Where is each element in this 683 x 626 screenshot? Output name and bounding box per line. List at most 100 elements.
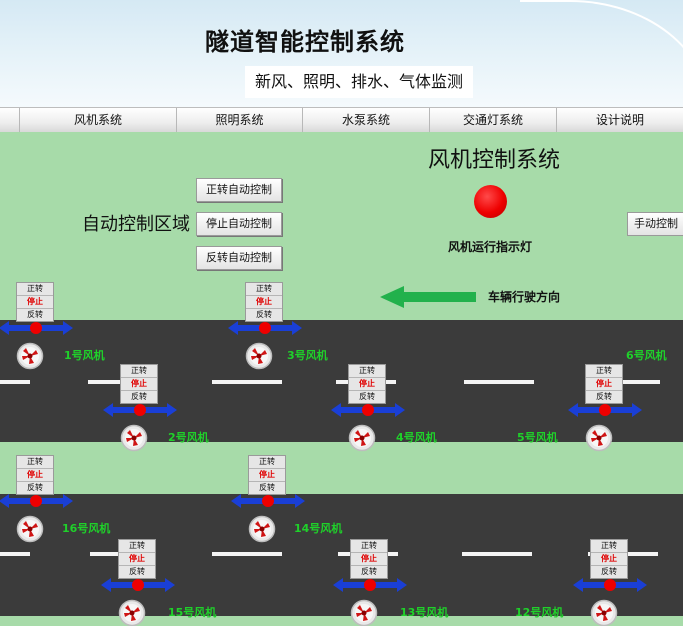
fan-reverse-button[interactable]: 反转 xyxy=(256,310,272,319)
fan-label: 16号风机 xyxy=(62,522,111,535)
fan-running-indicator-light xyxy=(474,185,507,218)
fan-forward-button[interactable]: 正转 xyxy=(119,540,155,553)
fan-direction-arrows-icon xyxy=(101,578,175,592)
fan-icon[interactable] xyxy=(118,599,146,626)
driving-direction-label: 车辆行驶方向 xyxy=(488,290,561,304)
nav-bar: 统 风机系统 照明系统 水泵系统 交通灯系统 设计说明 xyxy=(0,107,683,133)
tunnel-road-lower xyxy=(0,494,683,616)
fan-control-box: 正转停止反转 xyxy=(348,364,386,404)
indicator-label: 风机运行指示灯 xyxy=(448,240,533,254)
fan-unit: 正转停止反转 1号风机 xyxy=(0,282,105,382)
fan-unit: 正转停止反转 3号风机 xyxy=(228,282,328,382)
fan-label: 13号风机 xyxy=(400,606,449,619)
fan-control-box: 正转停止反转 xyxy=(16,455,54,495)
tab-partial[interactable]: 统 xyxy=(0,108,20,132)
fan-forward-button[interactable]: 正转 xyxy=(246,283,282,296)
fan-stop-button[interactable]: 停止 xyxy=(119,553,155,566)
tab-lighting-system[interactable]: 照明系统 xyxy=(177,108,303,132)
fan-label: 2号风机 xyxy=(168,431,209,444)
fan-reverse-button[interactable]: 反转 xyxy=(27,310,43,319)
lane-marking xyxy=(88,380,148,384)
fan-direction-arrows-icon xyxy=(228,321,302,335)
fan-unit: 正转停止反转 12号风机 xyxy=(515,539,670,626)
fan-label: 14号风机 xyxy=(294,522,343,535)
fan-reverse-button[interactable]: 反转 xyxy=(259,483,275,492)
direction-arrow-icon xyxy=(380,286,476,308)
fan-reverse-button[interactable]: 反转 xyxy=(131,392,147,401)
tab-pump-system[interactable]: 水泵系统 xyxy=(303,108,430,132)
lane-marking xyxy=(464,380,534,384)
fan-stop-button[interactable]: 停止 xyxy=(17,469,53,482)
auto-stop-button[interactable]: 停止自动控制 xyxy=(196,212,282,236)
header-decoration xyxy=(520,0,683,110)
fan-forward-button[interactable]: 正转 xyxy=(351,540,387,553)
fan-reverse-button[interactable]: 反转 xyxy=(601,567,617,576)
fan-unit: 正转停止反转 14号风机 xyxy=(231,455,342,555)
fan-control-box: 正转停止反转 xyxy=(120,364,158,404)
fan-reverse-button[interactable]: 反转 xyxy=(27,483,43,492)
fan-control-box: 正转停止反转 xyxy=(585,364,623,404)
fan-stop-button[interactable]: 停止 xyxy=(591,553,627,566)
fan-reverse-button[interactable]: 反转 xyxy=(596,392,612,401)
fan-icon[interactable] xyxy=(245,342,273,370)
fan-icon[interactable] xyxy=(120,424,148,452)
fan-label: 15号风机 xyxy=(168,606,217,619)
tunnel-road-upper xyxy=(0,320,683,442)
fan-icon[interactable] xyxy=(16,342,44,370)
fan-icon[interactable] xyxy=(348,424,376,452)
fan-forward-button[interactable]: 正转 xyxy=(591,540,627,553)
fan-icon[interactable] xyxy=(248,515,276,543)
app-title: 隧道智能控制系统 xyxy=(205,28,405,56)
header-banner: 隧道智能控制系统 新风、照明、排水、气体监测 xyxy=(0,0,683,108)
fan-stop-button[interactable]: 停止 xyxy=(349,378,385,391)
fan-stop-button[interactable]: 停止 xyxy=(586,378,622,391)
fan-label: 1号风机 xyxy=(64,349,105,362)
tab-fan-system[interactable]: 风机系统 xyxy=(20,108,177,132)
fan-unit: 正转停止反转 2号风机 xyxy=(103,364,209,464)
lane-marking xyxy=(0,380,30,384)
fan-control-box: 正转停止反转 xyxy=(245,282,283,322)
fan-direction-arrows-icon xyxy=(0,494,73,508)
tab-traffic-light-system[interactable]: 交通灯系统 xyxy=(430,108,557,132)
fan-direction-arrows-icon xyxy=(231,494,305,508)
fan-control-box: 正转停止反转 xyxy=(16,282,54,322)
fan-stop-button[interactable]: 停止 xyxy=(246,296,282,309)
fan-icon[interactable] xyxy=(590,599,618,626)
fan-forward-button[interactable]: 正转 xyxy=(17,283,53,296)
fan-control-box: 正转停止反转 xyxy=(350,539,388,579)
tab-design-notes[interactable]: 设计说明 xyxy=(595,113,644,127)
fan-label: 12号风机 xyxy=(515,606,564,619)
fan-stop-button[interactable]: 停止 xyxy=(351,553,387,566)
fan-forward-button[interactable]: 正转 xyxy=(121,365,157,378)
lane-marking xyxy=(462,552,532,556)
lane-marking xyxy=(0,552,30,556)
auto-forward-button[interactable]: 正转自动控制 xyxy=(196,178,282,202)
lane-marking xyxy=(212,552,282,556)
fan-forward-button[interactable]: 正转 xyxy=(349,365,385,378)
fan-forward-button[interactable]: 正转 xyxy=(249,456,285,469)
fan-reverse-button[interactable]: 反转 xyxy=(129,567,145,576)
fan-control-box: 正转停止反转 xyxy=(590,539,628,579)
fan-stop-button[interactable]: 停止 xyxy=(249,469,285,482)
fan-stop-button[interactable]: 停止 xyxy=(17,296,53,309)
fan-icon[interactable] xyxy=(585,424,613,452)
fan-forward-button[interactable]: 正转 xyxy=(586,365,622,378)
lane-marking xyxy=(212,380,282,384)
fan-direction-arrows-icon xyxy=(333,578,407,592)
fan-icon[interactable] xyxy=(16,515,44,543)
fan-reverse-button[interactable]: 反转 xyxy=(361,567,377,576)
fan-label: 3号风机 xyxy=(287,349,328,362)
fan-icon[interactable] xyxy=(350,599,378,626)
manual-control-button[interactable]: 手动控制 xyxy=(627,212,683,236)
fan-stop-button[interactable]: 停止 xyxy=(121,378,157,391)
fan-reverse-button[interactable]: 反转 xyxy=(359,392,375,401)
fan-forward-button[interactable]: 正转 xyxy=(17,456,53,469)
fan-direction-arrows-icon xyxy=(0,321,73,335)
auto-reverse-button[interactable]: 反转自动控制 xyxy=(196,246,282,270)
fan-control-panel: 风机控制系统 自动控制区域 正转自动控制 停止自动控制 反转自动控制 手动控制 … xyxy=(0,132,683,626)
fan-direction-arrows-icon xyxy=(573,578,647,592)
fan-unit: 正转停止反转 15号风机 xyxy=(101,539,216,626)
fan-control-box: 正转停止反转 xyxy=(118,539,156,579)
fan-direction-arrows-icon xyxy=(568,403,642,417)
